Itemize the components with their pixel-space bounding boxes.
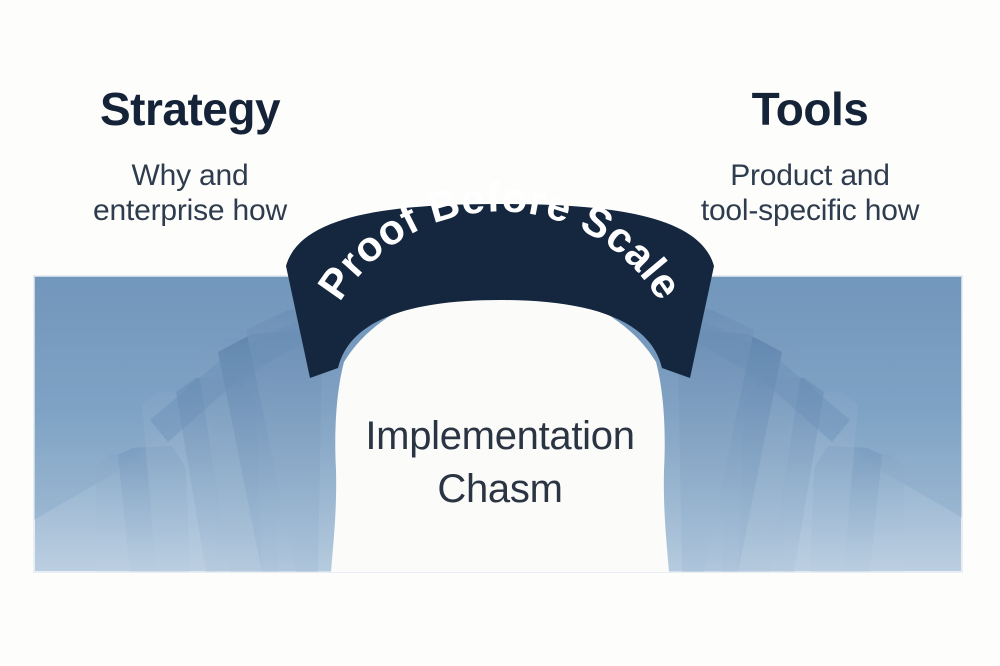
chasm-label-line1: Implementation: [365, 414, 635, 458]
tools-subtitle: Product and tool-specific how: [645, 158, 975, 229]
tools-title: Tools: [751, 83, 869, 135]
cliff-group: [34, 276, 962, 572]
chasm-label-line2: Chasm: [437, 467, 563, 512]
strategy-title: Strategy: [99, 83, 281, 135]
arch-band: Proof Before Scale: [286, 173, 714, 378]
tools-subtitle-line2: tool-specific how: [700, 194, 920, 228]
tools-subtitle-line1: Product and: [730, 159, 890, 192]
strategy-subtitle: Why and enterprise how: [30, 158, 350, 229]
strategy-subtitle-line2: enterprise how: [93, 194, 287, 228]
right-cliff-rim: [648, 306, 850, 442]
left-cliff-rim: [150, 306, 352, 442]
chasm-label: Implementation Chasm: [300, 410, 700, 516]
chasm-void: [331, 286, 669, 572]
strategy-subtitle-line1: Why and: [131, 159, 249, 192]
arch-band-shape: [286, 204, 714, 378]
